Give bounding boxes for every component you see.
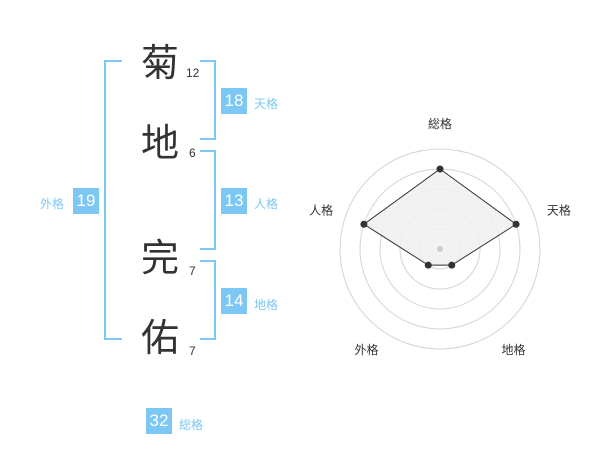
name-char-2: 地: [141, 121, 180, 165]
gaikaku-badge: 19: [73, 188, 99, 214]
stroke-count-4: 7: [189, 344, 196, 358]
chikaku-bracket: [200, 260, 216, 340]
radar-axis-label: 天格: [547, 202, 571, 217]
radar-point: [436, 165, 444, 173]
soukaku-label: 総格: [179, 418, 204, 432]
chikaku-label: 地格: [254, 298, 279, 312]
stroke-count-3: 7: [189, 264, 196, 278]
gaikaku-bracket: [104, 60, 122, 340]
radar-point: [512, 220, 520, 228]
name-char-1: 菊: [141, 41, 180, 85]
radar-axis-label: 地格: [501, 342, 525, 357]
stroke-count-1: 12: [186, 66, 200, 80]
radar-axis-label: 総格: [428, 116, 452, 131]
tenkaku-badge: 18: [221, 88, 247, 114]
jinkaku-label: 人格: [254, 197, 279, 211]
gaikaku-label: 外格: [40, 197, 65, 211]
radar-series-shape: [363, 168, 517, 266]
soukaku-badge: 32: [146, 408, 172, 434]
jinkaku-bracket: [200, 150, 216, 250]
tenkaku-bracket: [200, 60, 216, 140]
jinkaku-badge: 13: [221, 188, 247, 214]
radar-axis-label: 人格: [309, 202, 333, 217]
radar-point: [448, 261, 456, 269]
radar-axis-label: 外格: [355, 342, 379, 357]
radar-point: [424, 261, 432, 269]
stroke-count-2: 6: [189, 146, 196, 160]
name-char-4: 佑: [141, 316, 180, 360]
chikaku-badge: 14: [221, 288, 247, 314]
tenkaku-label: 天格: [254, 97, 279, 111]
radar-center-dot: [437, 246, 443, 252]
radar-point: [360, 220, 368, 228]
name-char-3: 完: [141, 236, 180, 280]
